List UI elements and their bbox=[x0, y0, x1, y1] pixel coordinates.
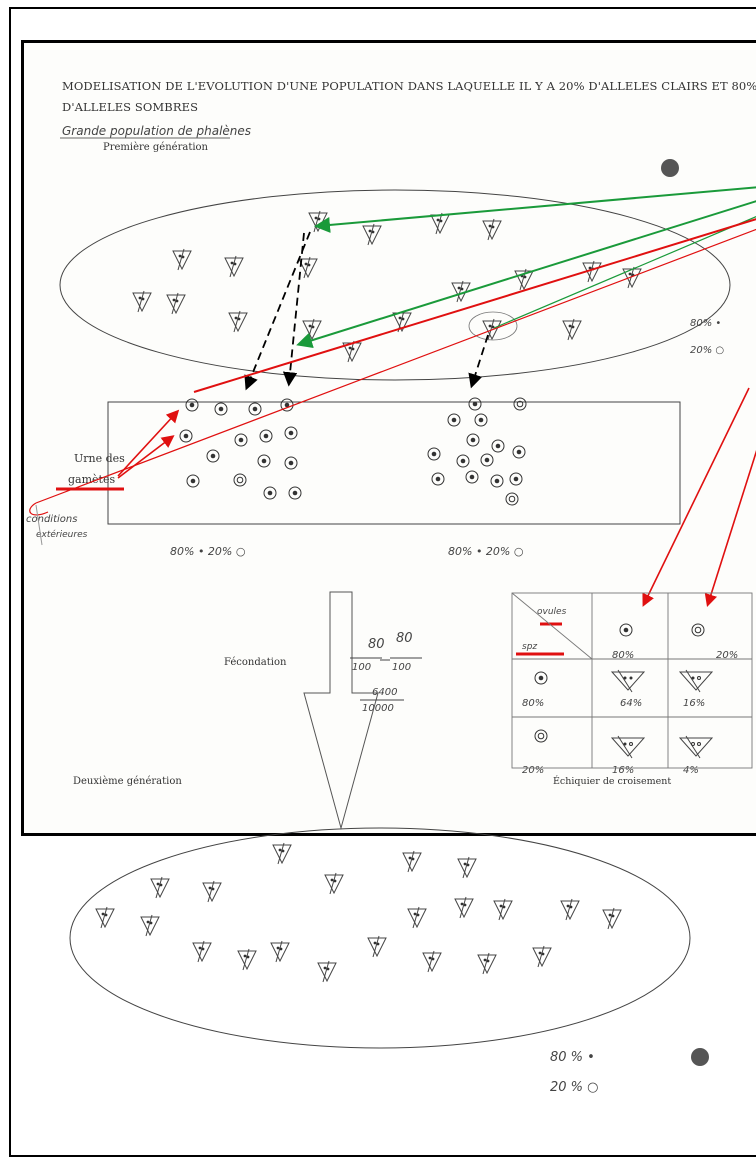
worksheet-title: MODELISATION DE L'EVOLUTION D'UNE POPULA… bbox=[62, 79, 756, 114]
calculation-bars bbox=[350, 657, 422, 701]
calc-product-num: 6400 bbox=[372, 687, 398, 698]
first-generation-stat-dark: 80% • bbox=[690, 318, 722, 329]
checkerboard-caption: Échiquier de croisement bbox=[553, 776, 672, 787]
side-note-line1: conditions bbox=[26, 514, 78, 525]
outer-frame bbox=[9, 7, 756, 1157]
checkerboard-col-header-2: 20% bbox=[716, 650, 739, 661]
side-note-line2: extérieures bbox=[36, 530, 88, 540]
decorative-spot-top bbox=[661, 159, 679, 177]
calc-num-b: 80 bbox=[396, 631, 413, 646]
checkerboard-gametes bbox=[534, 623, 705, 743]
first-generation-label: Première génération bbox=[103, 142, 208, 153]
checkerboard-cell-1-1: 64% bbox=[620, 698, 643, 709]
checkerboard-row-header-2: 20% bbox=[522, 765, 545, 776]
urn-label-line2: gamètes bbox=[68, 473, 116, 486]
second-generation-moths bbox=[95, 842, 622, 983]
second-generation-label: Deuxième génération bbox=[73, 776, 182, 787]
first-generation-stat-light: 20% ○ bbox=[690, 345, 725, 356]
checkerboard-cell-2-2: 4% bbox=[683, 765, 699, 776]
red-annotation-arrows bbox=[29, 218, 756, 608]
fecondation-label: Fécondation bbox=[224, 657, 287, 668]
calc-den-a: 100 bbox=[352, 662, 372, 673]
checkerboard-corner-spz: spz bbox=[522, 642, 538, 652]
first-generation-moths bbox=[132, 210, 642, 363]
calc-num-a: 80 bbox=[368, 637, 385, 652]
selected-individual-circle bbox=[468, 311, 518, 341]
second-generation-population bbox=[69, 827, 691, 1049]
side-note-bracket bbox=[35, 504, 43, 546]
urn-stats-left: 80% • 20% ○ bbox=[170, 545, 246, 558]
sampling-arrows bbox=[244, 231, 489, 391]
decorative-spot-bottom bbox=[691, 1048, 709, 1066]
urn-gametes-right bbox=[427, 397, 527, 506]
fecondation-arrow bbox=[303, 591, 379, 830]
checkerboard-grid bbox=[511, 592, 753, 769]
handwritten-heading: Grande population de phalènes bbox=[62, 124, 252, 138]
urn-stats-right: 80% • 20% ○ bbox=[448, 545, 524, 558]
calc-product-den: 10000 bbox=[362, 703, 394, 714]
second-generation-stat-dark: 80 % • bbox=[550, 1050, 595, 1065]
checkerboard-cell-1-2: 16% bbox=[683, 698, 706, 709]
gamete-urn bbox=[107, 401, 681, 525]
checkerboard-moths bbox=[610, 669, 714, 759]
urn-gametes-left bbox=[179, 398, 302, 500]
checkerboard-col-header-1: 80% bbox=[612, 650, 635, 661]
checkerboard-cell-2-1: 16% bbox=[612, 765, 635, 776]
urn-label-line1: Urne des bbox=[74, 452, 125, 465]
calc-den-b: 100 bbox=[392, 662, 412, 673]
green-annotation-arrows bbox=[296, 186, 756, 349]
checkerboard-corner-ovules: ovules bbox=[537, 607, 567, 617]
second-generation-stat-light: 20 % ○ bbox=[550, 1080, 599, 1095]
first-generation-population bbox=[59, 189, 731, 381]
worksheet-frame bbox=[21, 40, 756, 836]
checkerboard-row-header-1: 80% bbox=[522, 698, 545, 709]
